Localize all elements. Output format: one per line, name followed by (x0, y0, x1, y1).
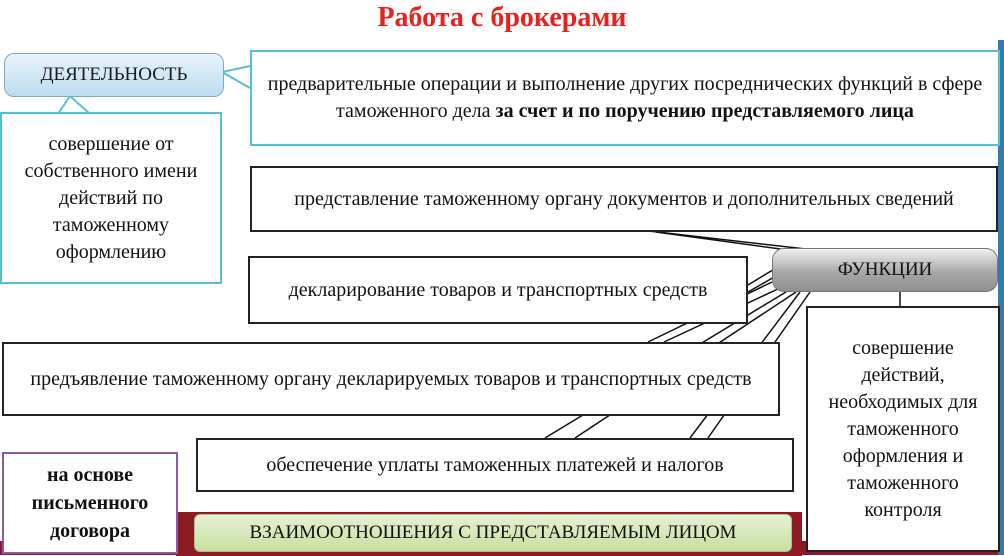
activity-own-name-callout: совершение от собственного имени действи… (0, 112, 222, 284)
right-edge-strip (998, 40, 1004, 555)
function-item-documents: представление таможенному органу докумен… (250, 166, 998, 232)
function-item-declaring: декларирование товаров и транспортных ср… (248, 256, 748, 324)
function-item-payments: обеспечение уплаты таможенных платежей и… (196, 438, 794, 492)
functions-label: ФУНКЦИИ (772, 248, 998, 292)
activity-own-name-text: совершение от собственного имени действи… (24, 132, 198, 263)
relations-basis-callout: на основе письменного договора (2, 452, 178, 554)
activity-on-behalf-bold: за счет и по поручению представляемого л… (495, 100, 914, 122)
activity-on-behalf-normal: предварительные операции и выполнение др… (267, 73, 983, 122)
customs-actions-callout: совершение действий, необходимых для там… (806, 306, 1000, 552)
activity-on-behalf-text: предварительные операции и выполнение др… (260, 71, 990, 125)
function-item-presenting: предъявление таможенному органу декларир… (2, 342, 780, 416)
activity-on-behalf-callout: предварительные операции и выполнение др… (250, 50, 1000, 146)
page-title: Работа с брокерами (377, 2, 627, 33)
activity-label: ДЕЯТЕЛЬНОСТЬ (4, 53, 224, 97)
relations-label: ВЗАИМООТНОШЕНИЯ С ПРЕДСТАВЛЯЕМЫМ ЛИЦОМ (194, 514, 792, 552)
customs-actions-text: совершение действий, необходимых для там… (828, 336, 978, 521)
relations-basis-text: на основе письменного договора (31, 464, 149, 542)
